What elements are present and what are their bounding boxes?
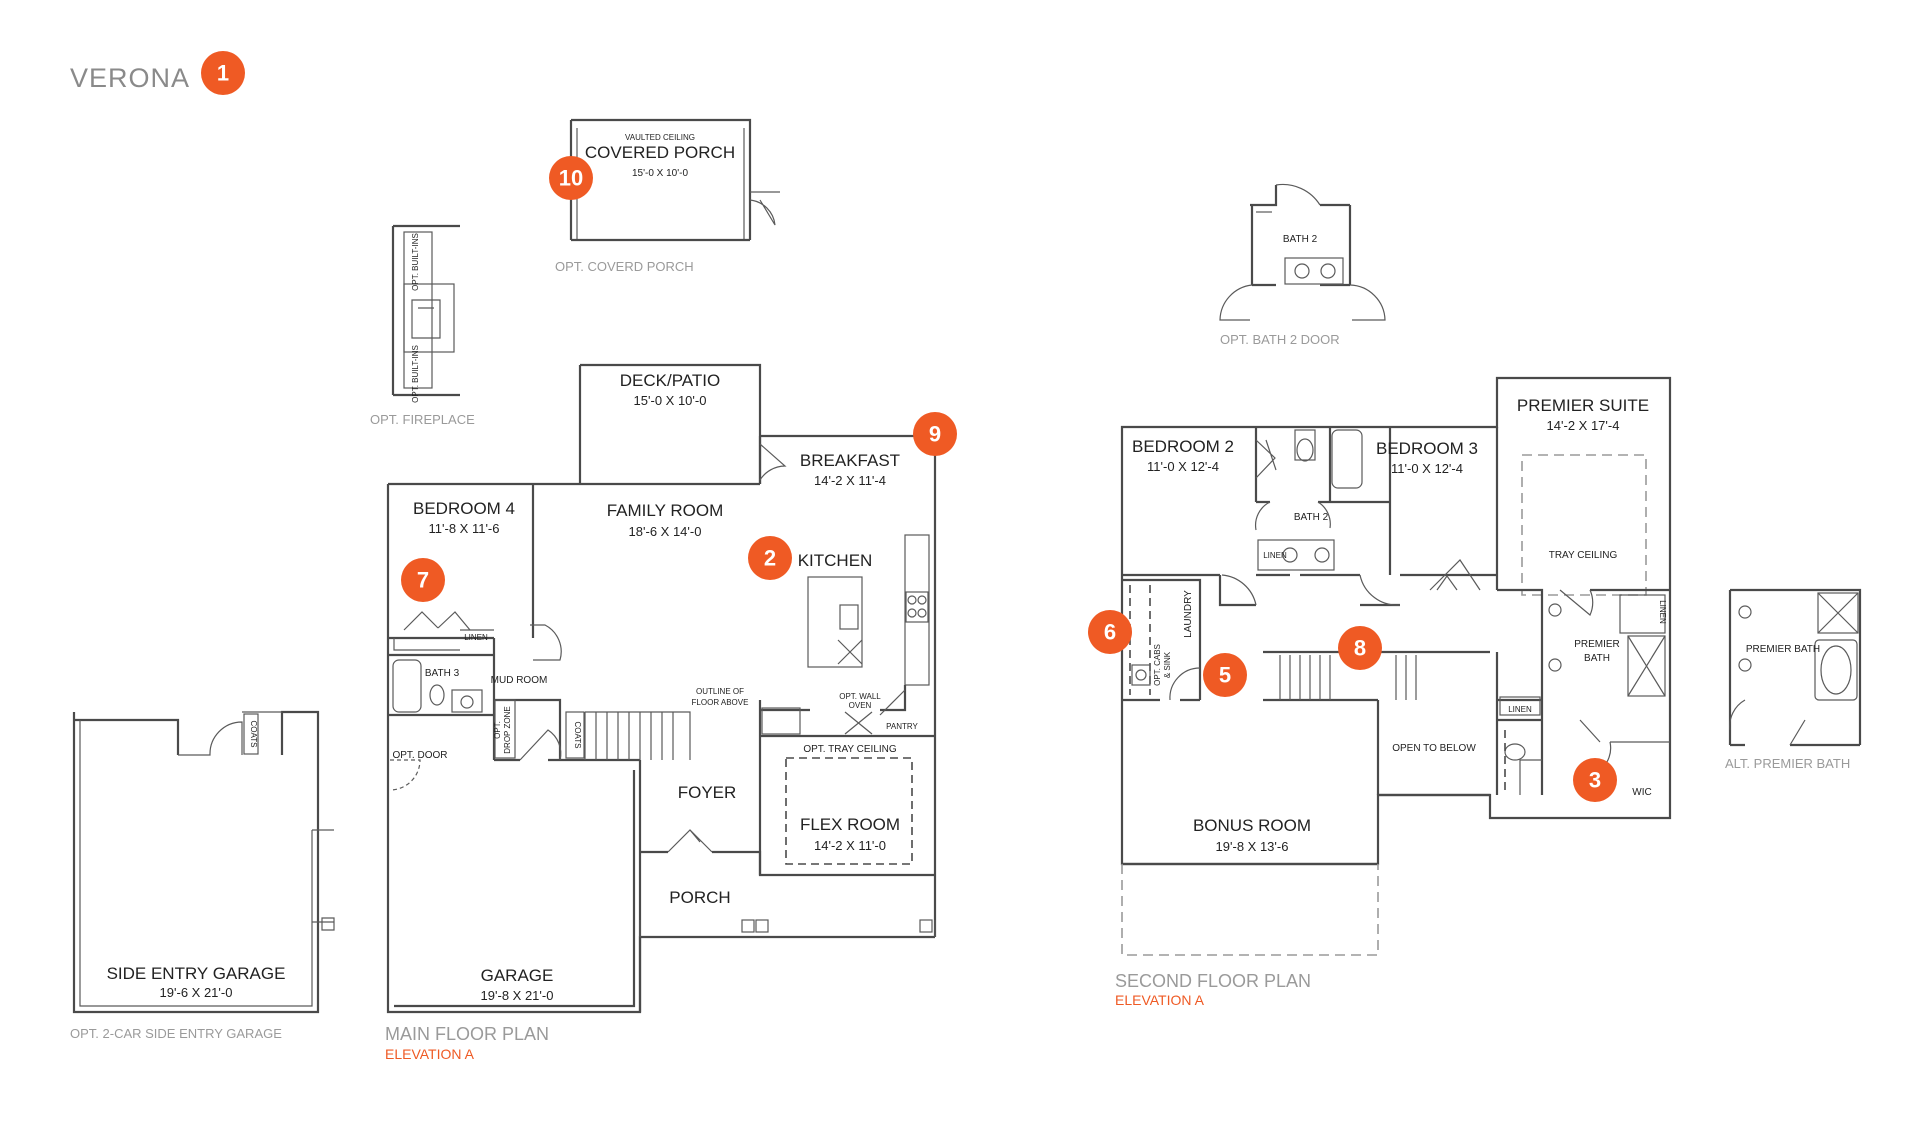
badge-7: 7 bbox=[401, 558, 445, 602]
second-floor-title: SECOND FLOOR PLAN bbox=[1115, 971, 1311, 991]
bedroom4-label: BEDROOM 4 bbox=[413, 499, 515, 518]
premier-bath-label-2: BATH bbox=[1584, 653, 1610, 664]
pantry-label: PANTRY bbox=[886, 722, 918, 731]
option-bath2-door: BATH 2 OPT. BATH 2 DOOR bbox=[1219, 183, 1386, 347]
fireplace-builtins-top: OPT. BUILT-INS bbox=[411, 233, 420, 291]
porch-vaulted-note: VAULTED CEILING bbox=[625, 133, 695, 142]
svg-text:3: 3 bbox=[1589, 768, 1601, 793]
svg-text:5: 5 bbox=[1219, 663, 1231, 688]
deck-patio-dims: 15'-0 X 10'-0 bbox=[634, 393, 707, 408]
opt-cabs-label: OPT. CABS bbox=[1153, 644, 1162, 686]
suite-linen-label: LINEN bbox=[1658, 600, 1667, 624]
badge-2: 2 bbox=[748, 536, 792, 580]
svg-text:8: 8 bbox=[1354, 636, 1366, 661]
wic-label: WIC bbox=[1632, 787, 1651, 798]
badge-6: 6 bbox=[1088, 610, 1132, 654]
hall-linen-label: LINEN bbox=[1508, 705, 1532, 714]
flex-room-dims: 14'-2 X 11'-0 bbox=[814, 838, 886, 853]
svg-text:7: 7 bbox=[417, 568, 429, 593]
option-fireplace: OPT. BUILT-INS OPT. BUILT-INS OPT. FIREP… bbox=[370, 224, 475, 427]
open-to-below-label: OPEN TO BELOW bbox=[1392, 743, 1476, 754]
premier-bath-label-1: PREMIER bbox=[1574, 639, 1620, 650]
opt-bath2-label: BATH 2 bbox=[1283, 234, 1318, 245]
wall-oven-label-2: OVEN bbox=[849, 701, 872, 710]
bedroom4-dims: 11'-8 X 11'-6 bbox=[429, 521, 500, 536]
garage-label: GARAGE bbox=[481, 966, 554, 985]
outline-label-2: FLOOR ABOVE bbox=[692, 698, 749, 707]
alt-premier-bath-caption: ALT. PREMIER BATH bbox=[1725, 756, 1850, 771]
family-room-label: FAMILY ROOM bbox=[607, 501, 724, 520]
alt-premier-bath-label: PREMIER BATH bbox=[1746, 644, 1820, 655]
svg-text:9: 9 bbox=[929, 422, 941, 447]
bath2-linen-label: LINEN bbox=[1263, 551, 1287, 560]
main-coats: COATS bbox=[573, 722, 582, 749]
bedroom2-dims: 11'-0 X 12'-4 bbox=[1147, 459, 1219, 474]
covered-porch-caption: OPT. COVERD PORCH bbox=[555, 259, 694, 274]
option-alt-premier-bath: PREMIER BATH ALT. PREMIER BATH bbox=[1725, 588, 1862, 771]
breakfast-dims: 14'-2 X 11'-4 bbox=[814, 473, 886, 488]
flex-room-label: FLEX ROOM bbox=[800, 815, 900, 834]
badge-3: 3 bbox=[1573, 758, 1617, 802]
tray-ceiling-label: TRAY CEILING bbox=[1549, 550, 1618, 561]
opt-door-label: OPT. DOOR bbox=[392, 750, 447, 761]
opt-tray-ceiling-label: OPT. TRAY CEILING bbox=[803, 744, 897, 755]
option-side-entry-garage: COATS SIDE ENTRY GARAGE 19'-6 X 21'-0 OP… bbox=[70, 710, 335, 1041]
svg-text:1: 1 bbox=[217, 61, 229, 86]
option-covered-porch: VAULTED CEILING COVERED PORCH 15'-0 X 10… bbox=[549, 118, 780, 274]
foyer-label: FOYER bbox=[678, 783, 737, 802]
drop-zone-label: DROP ZONE bbox=[503, 706, 512, 753]
bath3-label: BATH 3 bbox=[425, 668, 460, 679]
covered-porch-label: COVERED PORCH bbox=[585, 143, 735, 162]
deck-patio-label: DECK/PATIO bbox=[620, 371, 720, 390]
plan-name-title: VERONA bbox=[70, 63, 190, 93]
mud-room-label: MUD ROOM bbox=[491, 675, 548, 686]
opt-sink-label: & SINK bbox=[1163, 651, 1172, 678]
side-garage-caption: OPT. 2-CAR SIDE ENTRY GARAGE bbox=[70, 1026, 282, 1041]
main-floor-plan: COATS OPT. DROP ZONE DECK/PATIO 15'-0 bbox=[385, 363, 957, 1062]
outline-label-1: OUTLINE OF bbox=[696, 687, 744, 696]
badge-9: 9 bbox=[913, 412, 957, 456]
breakfast-label: BREAKFAST bbox=[800, 451, 900, 470]
bath2-label: BATH 2 bbox=[1294, 512, 1329, 523]
wall-oven-label-1: OPT. WALL bbox=[839, 692, 881, 701]
side-garage-coats: COATS bbox=[249, 721, 258, 748]
bedroom2-label: BEDROOM 2 bbox=[1132, 437, 1234, 456]
bonus-room-dims: 19'-8 X 13'-6 bbox=[1216, 839, 1289, 854]
side-garage-dims: 19'-6 X 21'-0 bbox=[160, 985, 233, 1000]
badge-5: 5 bbox=[1203, 653, 1247, 697]
svg-text:6: 6 bbox=[1104, 620, 1116, 645]
main-floor-title: MAIN FLOOR PLAN bbox=[385, 1024, 549, 1044]
laundry-label: LAUNDRY bbox=[1183, 590, 1194, 638]
bonus-room-label: BONUS ROOM bbox=[1193, 816, 1311, 835]
svg-text:2: 2 bbox=[764, 546, 776, 571]
family-room-dims: 18'-6 X 14'-0 bbox=[629, 524, 702, 539]
svg-text:10: 10 bbox=[559, 166, 583, 191]
drop-zone-opt: OPT. bbox=[493, 721, 502, 739]
main-floor-elevation: ELEVATION A bbox=[385, 1046, 475, 1062]
bedroom3-label: BEDROOM 3 bbox=[1376, 439, 1478, 458]
kitchen-label: KITCHEN bbox=[798, 551, 873, 570]
porch-label: PORCH bbox=[669, 888, 730, 907]
premier-suite-dims: 14'-2 X 17'-4 bbox=[1547, 418, 1620, 433]
badge-1: 1 bbox=[201, 51, 245, 95]
bath2-door-caption: OPT. BATH 2 DOOR bbox=[1220, 332, 1340, 347]
second-floor-plan: BEDROOM 2 11'-0 X 12'-4 BEDROOM 3 11'-0 … bbox=[1088, 376, 1672, 1008]
bed4-linen-label: LINEN bbox=[464, 633, 488, 642]
fireplace-caption: OPT. FIREPLACE bbox=[370, 412, 475, 427]
side-garage-label: SIDE ENTRY GARAGE bbox=[107, 964, 286, 983]
badge-8: 8 bbox=[1338, 626, 1382, 670]
covered-porch-dims: 15'-0 X 10'-0 bbox=[632, 168, 689, 179]
second-floor-elevation: ELEVATION A bbox=[1115, 992, 1205, 1008]
premier-suite-label: PREMIER SUITE bbox=[1517, 396, 1649, 415]
garage-dims: 19'-8 X 21'-0 bbox=[481, 988, 554, 1003]
fireplace-builtins-bottom: OPT. BUILT-INS bbox=[411, 345, 420, 403]
bedroom3-dims: 11'-0 X 12'-4 bbox=[1391, 461, 1463, 476]
badge-10: 10 bbox=[549, 156, 593, 200]
